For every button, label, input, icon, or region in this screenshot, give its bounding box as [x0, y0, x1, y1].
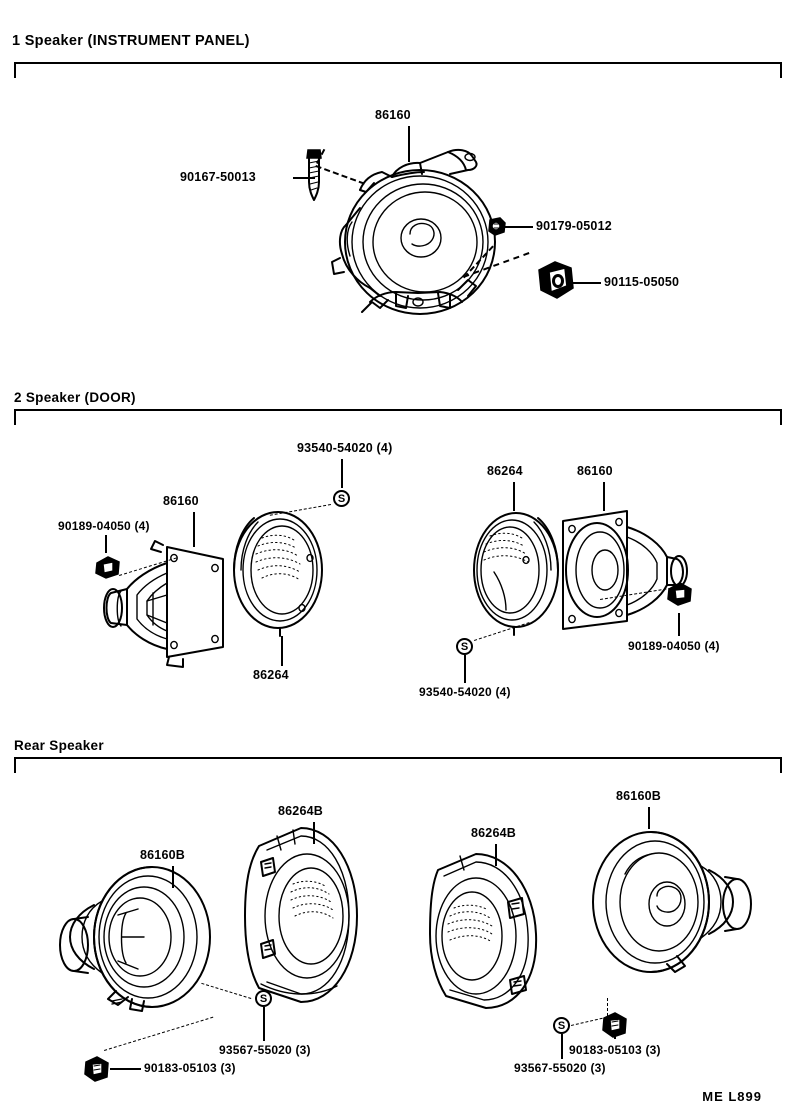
leader-86160-door-right	[603, 482, 605, 511]
leader-90183-left	[110, 1068, 141, 1070]
artwork-door-speaker-left	[103, 535, 240, 668]
leader-86160-instrument-panel	[408, 126, 410, 162]
screw-marker-rear-left: S	[255, 990, 272, 1007]
leader-86160B-right	[648, 807, 650, 829]
artwork-rear-speaker-left	[59, 865, 230, 1025]
leader-90189-right	[678, 613, 680, 636]
leader-86264B-right	[495, 844, 497, 866]
footer-document-code: ME L899	[702, 1089, 762, 1104]
label-90179-05012: 90179-05012	[536, 219, 612, 233]
leader-93567-left	[263, 1007, 265, 1041]
label-90183-05103-left: 90183-05103 (3)	[144, 1061, 236, 1075]
screw-marker-right-door: S	[456, 638, 473, 655]
leader-93567-right	[561, 1034, 563, 1059]
label-90189-04050-right: 90189-04050 (4)	[628, 639, 720, 653]
label-93567-55020-left: 93567-55020 (3)	[219, 1043, 311, 1057]
label-86160-door-left: 86160	[163, 494, 199, 508]
leader-90115-05050	[570, 282, 601, 284]
label-86264-door-left: 86264	[253, 668, 289, 682]
leader-93540-left	[341, 459, 343, 488]
leader-86264B-left	[313, 822, 315, 844]
label-90183-05103-right: 90183-05103 (3)	[569, 1043, 661, 1057]
artwork-nut-90183-left	[83, 1054, 111, 1084]
section-frame-instrument-panel	[14, 62, 782, 78]
artwork-instrument-panel-speaker	[300, 130, 550, 315]
section-frame-door	[14, 409, 782, 425]
label-86160-instrument-panel: 86160	[375, 108, 411, 122]
screw-marker-rear-right: S	[553, 1017, 570, 1034]
artwork-screw-90167	[300, 148, 330, 208]
label-86160B-right: 86160B	[616, 789, 661, 803]
label-93540-54020-right: 93540-54020 (4)	[419, 685, 511, 699]
screw-marker-left-door: S	[333, 490, 350, 507]
artwork-rear-speaker-right	[585, 826, 760, 991]
leader-90189-left	[105, 535, 107, 553]
artwork-rear-grille-right	[424, 840, 554, 1015]
leader-86160B-left	[172, 866, 174, 888]
label-86160B-left: 86160B	[140, 848, 185, 862]
leader-93540-right	[464, 655, 466, 683]
section-title-door: 2 Speaker (DOOR)	[14, 390, 136, 405]
section-frame-rear	[14, 757, 782, 773]
leader-86264-door-right	[513, 482, 515, 511]
leader-90179-05012	[503, 226, 533, 228]
artwork-clamp-90115	[535, 258, 579, 302]
label-93540-54020-left: 93540-54020 (4)	[297, 441, 393, 455]
artwork-rear-grille-left	[237, 820, 367, 1010]
leader-86160-door-left	[193, 512, 195, 547]
artwork-nut-90189-left	[94, 553, 122, 581]
artwork-nut-90189-right	[666, 580, 694, 608]
artwork-nut-90183-right	[601, 1010, 629, 1040]
label-86264-door-right: 86264	[487, 464, 523, 478]
artwork-door-grille-right	[468, 508, 568, 636]
label-90189-04050-left: 90189-04050 (4)	[58, 519, 150, 533]
section-title-rear: Rear Speaker	[14, 738, 104, 753]
label-86264B-right: 86264B	[471, 826, 516, 840]
artwork-door-grille-left	[228, 508, 328, 637]
label-93567-55020-right: 93567-55020 (3)	[514, 1061, 606, 1075]
artwork-door-speaker-right	[553, 509, 693, 637]
artwork-nut-90179	[486, 216, 508, 238]
leader-86264-door-left	[281, 636, 283, 666]
leader-90167-50013	[293, 177, 315, 179]
label-86160-door-right: 86160	[577, 464, 613, 478]
label-90115-05050: 90115-05050	[604, 275, 680, 289]
label-90167-50013: 90167-50013	[180, 170, 256, 184]
section-title-instrument-panel: 1 Speaker (INSTRUMENT PANEL)	[12, 33, 250, 49]
label-86264B-left: 86264B	[278, 804, 323, 818]
